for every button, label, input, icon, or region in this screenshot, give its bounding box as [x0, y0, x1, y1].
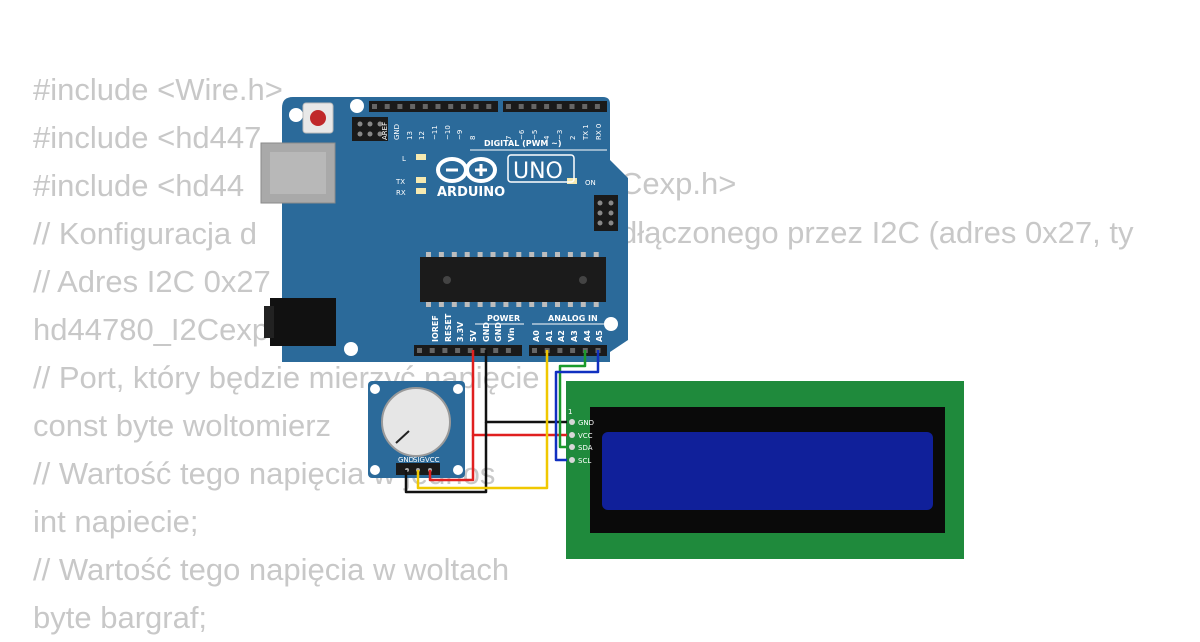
- analog-pin-label: A4: [583, 330, 592, 342]
- pot-pin-vcc: VCC: [425, 456, 440, 464]
- status-leds: L TX RX ON: [395, 154, 596, 197]
- mounting-hole: [350, 99, 364, 113]
- digital-pin-label: TX 1: [582, 124, 590, 141]
- wire-a5-blue: [554, 350, 600, 462]
- microcontroller-chip: [420, 252, 606, 307]
- potentiometer-knob[interactable]: [381, 387, 451, 457]
- digital-pin-label: 4: [543, 135, 551, 140]
- svg-text:1: 1: [568, 408, 572, 416]
- arduino-logo: ARDUINO UNO: [436, 154, 575, 200]
- digital-header-label: DIGITAL (PWM ~): [484, 139, 562, 148]
- code-fragment-config: dłączonego przez I2C (adres 0x27, ty: [620, 215, 1134, 250]
- lcd-screen: [602, 432, 933, 510]
- digital-pin-label: 2: [569, 136, 577, 140]
- power-pin-label: 3.3V: [456, 321, 465, 342]
- wire-a0-yellow: [416, 350, 549, 490]
- pot-pin-gnd: GND: [398, 456, 414, 464]
- digital-pin-label: ~10: [444, 125, 452, 140]
- power-pin-label: 5V: [469, 329, 478, 342]
- code-line: // Adres I2C 0x27: [33, 264, 271, 299]
- digital-pin-label: GND: [393, 124, 401, 140]
- reset-button[interactable]: [302, 102, 334, 134]
- code-line: hd44780_I2Cexp: [33, 312, 270, 347]
- code-fragment-include: Cexp.h>: [620, 166, 736, 201]
- lcd-pin-sda: SDA: [578, 444, 593, 452]
- digital-pin-label: 7: [505, 136, 513, 140]
- mounting-hole: [604, 317, 618, 331]
- icsp-header-right: [594, 195, 618, 231]
- power-pin-label: Vin: [507, 327, 516, 342]
- digital-pin-label: 12: [418, 131, 426, 140]
- potentiometer: GND SIG VCC: [368, 381, 465, 478]
- digital-pin-label: ~5: [531, 130, 539, 140]
- arduino-model: UNO: [513, 159, 563, 184]
- lcd-pin-scl: SCL: [578, 457, 591, 465]
- digital-header: [369, 101, 607, 112]
- svg-text:TX: TX: [395, 178, 405, 186]
- digital-pin-label: 8: [469, 136, 477, 140]
- svg-text:RX: RX: [396, 189, 406, 197]
- code-line: byte bargraf;: [33, 600, 208, 635]
- lcd-i2c-pins: 1 GND VCC SDA SCL: [568, 408, 594, 465]
- svg-text:L: L: [402, 155, 406, 163]
- code-line: #include <hd44: [33, 168, 245, 203]
- code-line: // Port, który będzie mierzyć napięcie: [33, 360, 540, 395]
- mounting-hole: [289, 108, 303, 122]
- wire-gnd-black-pot: [404, 422, 488, 494]
- power-header-label: POWER: [487, 314, 520, 323]
- lcd-pin-vcc: VCC: [578, 432, 593, 440]
- digital-pin-label: ~9: [456, 130, 464, 140]
- lcd-module: 1 GND VCC SDA SCL: [566, 381, 964, 559]
- analog-pin-label: A5: [595, 330, 604, 342]
- digital-pin-label: AREF: [381, 122, 389, 140]
- code-line: // Konfiguracja d: [33, 216, 258, 251]
- wire-5v-red-pot: [428, 435, 475, 482]
- arduino-brand: ARDUINO: [437, 185, 505, 200]
- power-pin-label: GND: [482, 322, 491, 342]
- power-pin-label: RESET: [444, 313, 453, 342]
- on-led-label: ON: [585, 179, 596, 187]
- power-analog-header: [414, 345, 607, 356]
- digital-pin-label: ~3: [556, 130, 564, 140]
- power-jack: [270, 298, 336, 346]
- pot-pin-sig: SIG: [413, 456, 425, 464]
- analog-pin-label: A1: [545, 330, 554, 342]
- digital-pin-label: 13: [406, 131, 414, 140]
- code-line: int napiecie;: [33, 504, 199, 539]
- arduino-board: AREF GND 13 12 ~11 ~10 ~9 8 7 ~6 ~5 4 ~3 2 TX 1 RX 0 DI…: [260, 97, 628, 362]
- power-pin-label: IOREF: [431, 315, 440, 342]
- analog-header-label: ANALOG IN: [548, 314, 598, 323]
- analog-pin-label: A0: [532, 330, 541, 342]
- wires: [404, 350, 600, 494]
- digital-pin-label: ~6: [518, 129, 526, 140]
- code-line: #include <Wire.h>: [33, 72, 283, 107]
- icsp-header-top: [352, 117, 388, 141]
- code-line: // Wartość tego napięcia w woltach: [33, 552, 510, 587]
- digital-pin-label: RX 0: [595, 124, 603, 140]
- analog-pin-label: A2: [557, 330, 566, 342]
- lcd-pin-gnd: GND: [578, 419, 594, 427]
- wire-a4-green: [558, 350, 587, 449]
- digital-pin-labels: AREF GND 13 12 ~11 ~10 ~9 8 7 ~6 ~5 4 ~3 2 TX 1 RX 0: [381, 122, 603, 141]
- power-pin-label: GND: [494, 322, 503, 342]
- code-line: const byte woltomierz: [33, 408, 332, 443]
- digital-pin-label: ~11: [431, 125, 439, 140]
- analog-pin-label: A3: [570, 330, 579, 342]
- mounting-hole: [344, 342, 358, 356]
- code-line: #include <hd447: [33, 120, 262, 155]
